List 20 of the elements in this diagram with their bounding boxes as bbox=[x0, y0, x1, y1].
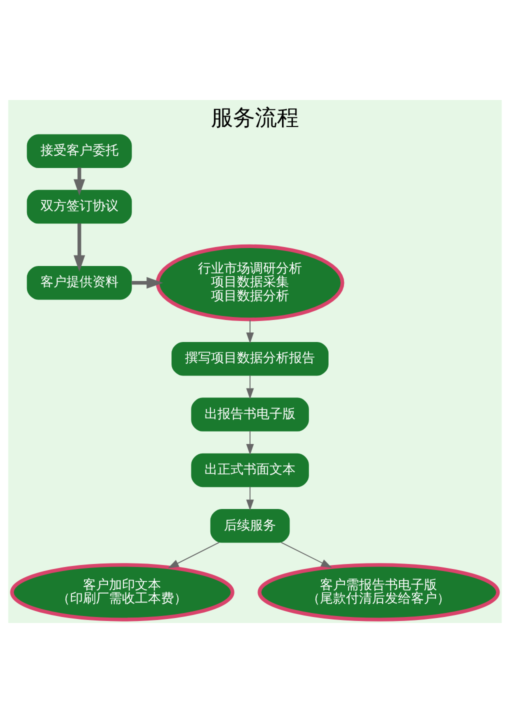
node-box: 客户提供资料 bbox=[26, 265, 132, 300]
arrow bbox=[280, 541, 332, 568]
node-box: 后续服务 bbox=[210, 508, 290, 542]
diagram-title: 服务流程 bbox=[211, 105, 300, 130]
node-box: 出报告书电子版 bbox=[191, 397, 309, 431]
node-ellipse: 客户加印文本 （印刷厂需收工本费） bbox=[10, 562, 234, 621]
arrow bbox=[132, 276, 164, 288]
node-box: 出正式书面文本 bbox=[191, 452, 309, 487]
arrow bbox=[246, 374, 254, 399]
arrow bbox=[74, 222, 86, 272]
node-box: 双方签订协议 bbox=[26, 189, 132, 224]
arrow bbox=[246, 430, 254, 454]
node-ellipse: 客户需报告书电子版 （尾款付清后发给客户） bbox=[258, 562, 500, 621]
node-box: 接受客户委托 bbox=[26, 134, 132, 168]
arrow bbox=[246, 486, 254, 510]
node-box: 撰写项目数据分析报告 bbox=[172, 341, 329, 376]
arrow bbox=[74, 167, 86, 196]
arrow bbox=[168, 541, 220, 568]
node-ellipse: 行业市场调研分析 项目数据采集 项目数据分析 bbox=[156, 244, 344, 321]
arrow bbox=[246, 319, 254, 344]
